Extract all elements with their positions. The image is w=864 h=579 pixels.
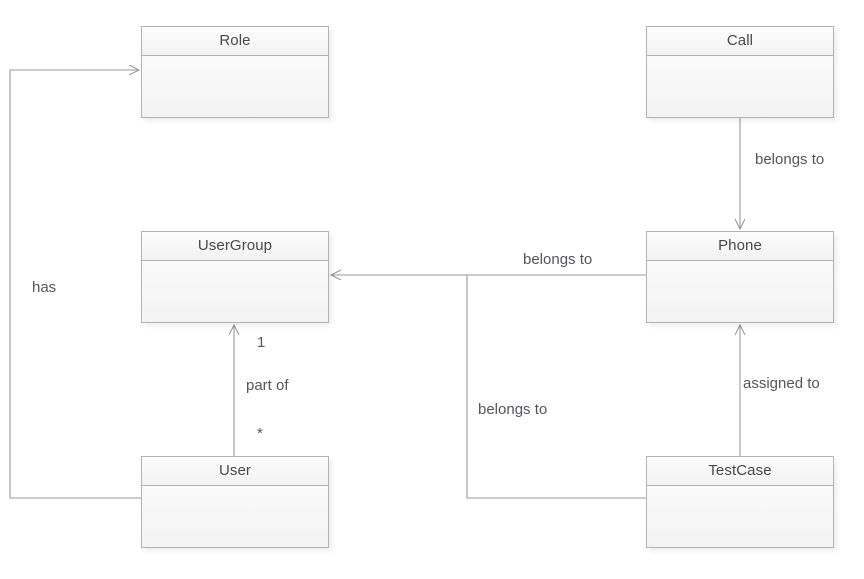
class-name-role: Role xyxy=(142,27,328,56)
multiplicity-usergroup-end: 1 xyxy=(257,334,266,351)
class-box-role[interactable]: Role xyxy=(141,26,329,118)
class-attributes-user xyxy=(142,486,328,547)
class-box-usergroup[interactable]: UserGroup xyxy=(141,231,329,323)
edge-label-user-part-of-usergroup[interactable]: part of xyxy=(246,377,289,394)
class-name-call: Call xyxy=(647,27,833,56)
class-box-phone[interactable]: Phone xyxy=(646,231,834,323)
class-box-call[interactable]: Call xyxy=(646,26,834,118)
class-name-testcase: TestCase xyxy=(647,457,833,486)
edge-testcase-belongs-to-usergroup xyxy=(466,275,646,499)
edge-label-call-belongs-to-phone[interactable]: belongs to xyxy=(755,151,825,168)
class-attributes-phone xyxy=(647,261,833,322)
class-attributes-call xyxy=(647,56,833,117)
edge-label-user-has-role[interactable]: has xyxy=(32,279,57,296)
edge-label-testcase-belongs-to-usergroup[interactable]: belongs to xyxy=(478,401,548,418)
class-name-usergroup: UserGroup xyxy=(142,232,328,261)
class-box-user[interactable]: User xyxy=(141,456,329,548)
class-attributes-testcase xyxy=(647,486,833,547)
multiplicity-user-end: * xyxy=(257,425,263,442)
edge-user-has-role xyxy=(9,70,141,499)
class-name-phone: Phone xyxy=(647,232,833,261)
class-name-user: User xyxy=(142,457,328,486)
class-attributes-role xyxy=(142,56,328,117)
class-box-testcase[interactable]: TestCase xyxy=(646,456,834,548)
edge-label-testcase-assigned-to-phone[interactable]: assigned to xyxy=(743,375,820,392)
class-attributes-usergroup xyxy=(142,261,328,322)
edge-label-phone-belongs-to-usergroup[interactable]: belongs to xyxy=(523,251,593,268)
